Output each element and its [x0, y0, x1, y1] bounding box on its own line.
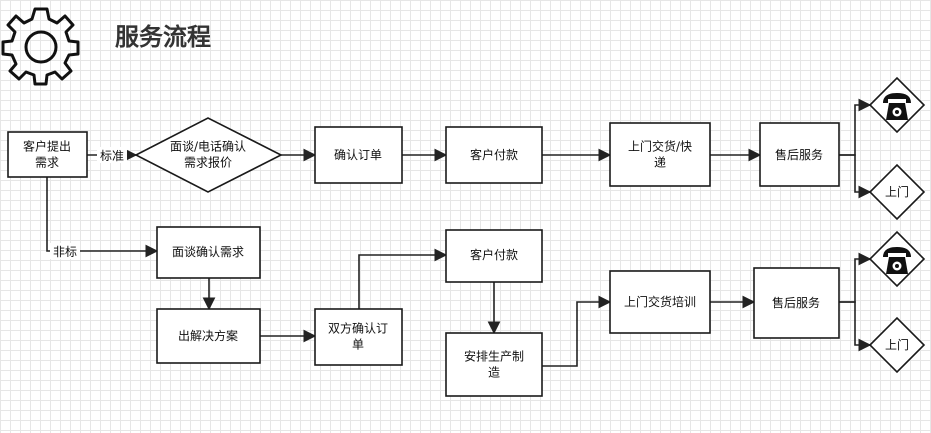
node-label: 客户付款: [470, 147, 518, 162]
edge-label-bg: [97, 147, 127, 163]
diamond-phone-2: [868, 230, 926, 288]
node-label: 上门交货培训: [624, 294, 696, 309]
edge-n13-d2: [839, 301, 872, 352]
node-interview-confirm: 面谈确认需求: [156, 226, 261, 279]
node-label: 售后服务: [772, 295, 820, 310]
node-after-sales-2: 售后服务: [753, 267, 840, 339]
node-label: 上门交货/快递: [628, 139, 692, 170]
node-label: 出解决方案: [178, 328, 238, 343]
edge-n9-n10: [358, 248, 448, 309]
node-label: 售后服务: [775, 147, 823, 162]
node-label: 客户提出需求: [23, 139, 71, 170]
diamond-onsite-1: 上门: [868, 163, 926, 221]
edge-n6-d1: [839, 154, 872, 199]
node-solution: 出解决方案: [156, 308, 261, 364]
edge-n1-n7: [46, 177, 159, 258]
node-confirm-order: 确认订单: [314, 126, 403, 184]
node-customer-payment-2: 客户付款: [445, 229, 543, 283]
edge-label-nonstandard: 非标: [53, 245, 77, 259]
node-confirm-quote: 面谈/电话确认需求报价: [134, 117, 283, 193]
node-after-sales: 售后服务: [759, 122, 840, 187]
node-label: 安排生产制造: [464, 349, 524, 380]
node-delivery-training: 上门交货培训: [609, 270, 711, 334]
phone-icon: [883, 247, 911, 274]
edges: [46, 98, 872, 367]
edge-n13-phone2: [839, 252, 872, 303]
page-title: 服务流程: [115, 23, 211, 51]
phone-icon: [883, 93, 911, 120]
node-label: 客户付款: [470, 247, 518, 262]
node-label: 上门: [885, 337, 909, 352]
node-customer-request: 客户提出需求: [7, 131, 88, 178]
edge-n11-n12: [542, 295, 612, 367]
node-production: 安排生产制造: [445, 332, 543, 397]
diamond-phone-1: [868, 76, 926, 134]
edge-n6-phone1: [839, 98, 872, 156]
diamond-onsite-2: 上门: [868, 316, 926, 374]
node-label: 面谈/电话确认需求报价: [170, 140, 246, 170]
node-label: 面谈确认需求: [172, 245, 244, 259]
node-both-confirm-order: 双方确认订单: [314, 308, 403, 366]
node-label: 确认订单: [334, 148, 382, 162]
node-customer-payment: 客户付款: [445, 126, 543, 184]
node-delivery: 上门交货/快递: [609, 122, 711, 187]
edge-label-standard: 标准: [100, 149, 124, 163]
edge-label-bg: [50, 243, 80, 259]
node-label: 上门: [885, 184, 909, 199]
node-label: 双方确认订单: [328, 321, 388, 352]
gear-icon: [1, 7, 80, 86]
